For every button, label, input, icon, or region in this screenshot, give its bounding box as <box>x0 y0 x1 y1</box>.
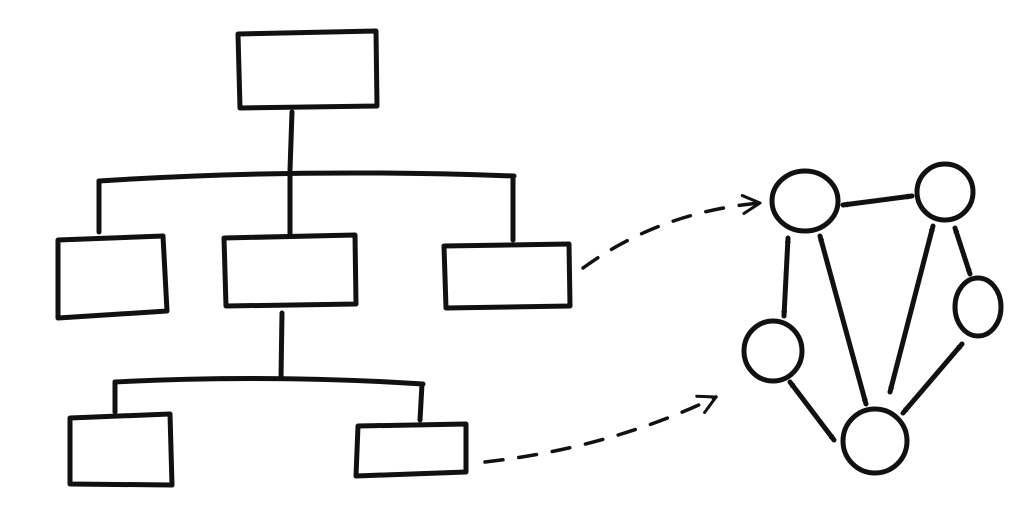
graph-structure <box>741 161 1004 476</box>
graph-edge-topright-right <box>952 225 973 277</box>
tree-connector-level1-bar <box>96 170 517 184</box>
tree-box-grandchild-right <box>353 421 469 479</box>
graph-edge-right-bottom <box>900 341 965 416</box>
graph-node-right <box>952 275 1004 339</box>
graph-edge-topleft-bottom <box>817 233 869 407</box>
graph-node-top-left <box>769 168 841 234</box>
mapping-arrow-grandchild-right-to-node-left <box>483 394 718 464</box>
graph-edge-topleft-left <box>781 235 791 319</box>
tree-box-child-right <box>441 241 573 311</box>
tree-structure <box>55 28 573 488</box>
tree-connector-middle-trunk <box>278 310 285 381</box>
tree-box-root <box>235 28 380 111</box>
tree-connector-drop-grandchild-right <box>417 381 425 423</box>
tree-connector-root-trunk <box>287 109 295 173</box>
graph-edge-topleft-topright <box>840 193 915 208</box>
tree-box-grandchild-left <box>67 411 175 488</box>
tree-box-child-middle <box>221 232 359 309</box>
graph-edge-left-bottom <box>787 379 837 443</box>
graph-node-top-right <box>914 161 976 223</box>
graph-edge-topright-bottom <box>887 223 936 395</box>
tree-connector-level2-bar <box>112 375 426 387</box>
mapping-arrows <box>483 194 762 464</box>
tree-box-child-left <box>55 233 170 321</box>
graph-node-bottom <box>840 406 910 476</box>
graph-node-left <box>741 318 805 384</box>
mapping-arrow-child-right-to-node-top-left <box>581 194 762 270</box>
